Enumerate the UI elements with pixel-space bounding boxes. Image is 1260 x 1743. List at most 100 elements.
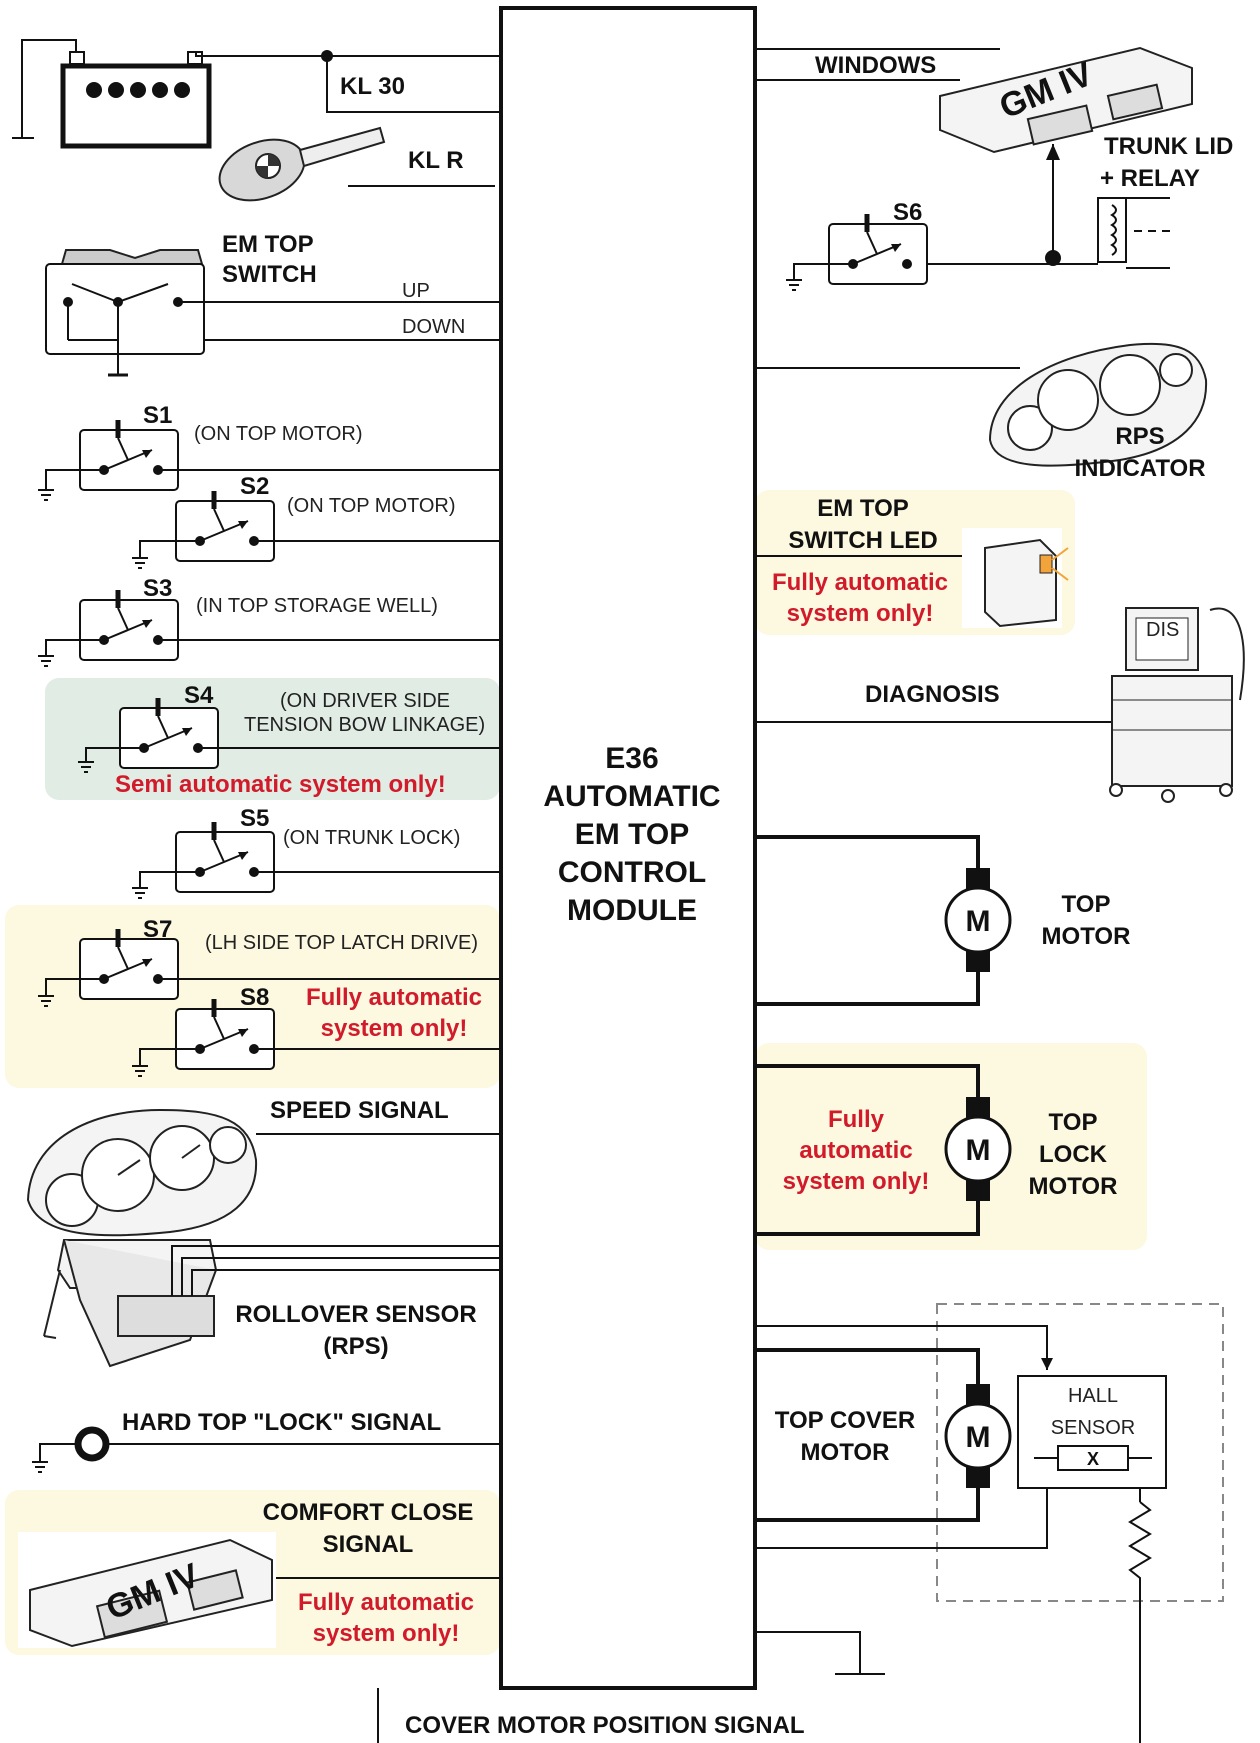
top-motor-label-1: TOP (1062, 891, 1111, 918)
s4-desc-1: (ON DRIVER SIDE (280, 690, 450, 712)
hall-ground-wire (755, 1488, 1048, 1549)
top-motor-symbol: M (966, 905, 991, 938)
switch-led-icon (962, 528, 1069, 628)
comfort-close-label-2: SIGNAL (323, 1531, 414, 1558)
s5-switch-icon (176, 822, 274, 892)
s2-label: S2 (240, 473, 269, 500)
s7-desc: (LH SIDE TOP LATCH DRIVE) (205, 932, 478, 954)
windows-label: WINDOWS (815, 52, 936, 79)
module-line-2: AUTOMATIC (543, 780, 720, 813)
rollover-label-2: (RPS) (323, 1333, 388, 1360)
battery-ground-wire (21, 39, 77, 138)
battery-icon (60, 51, 212, 149)
gm-iv-module-left-icon (18, 1532, 276, 1648)
s2-desc: (ON TOP MOTOR) (287, 495, 456, 517)
klr-label: KL R (408, 147, 464, 174)
s2-switch-icon (176, 491, 274, 561)
s5-label: S5 (240, 805, 269, 832)
lock-note-1: Fully (828, 1106, 885, 1133)
diagnosis-station-icon (1109, 607, 1245, 803)
s7-ground-wire (45, 978, 104, 986)
top-cover-motor-symbol: M (966, 1421, 991, 1454)
key-icon (218, 126, 386, 202)
em-top-switch-label-1: EM TOP (222, 231, 314, 258)
top-lock-motor-symbol: M (966, 1134, 991, 1167)
s8-label: S8 (240, 984, 269, 1011)
comfort-close-label-1: COMFORT CLOSE (263, 1499, 474, 1526)
rollover-wire-2 (181, 1257, 501, 1296)
top-motor-label-2: MOTOR (1042, 923, 1131, 950)
control-module (499, 6, 757, 1690)
s8-ground-wire (139, 1048, 200, 1056)
s6-label: S6 (893, 199, 922, 226)
rollover-wire-1 (171, 1245, 501, 1296)
rps-indicator-cluster-icon (988, 342, 1208, 467)
s6-ground-wire (793, 263, 853, 270)
s3-ground-wire (45, 639, 104, 646)
cover-motor-wire-lower (755, 1488, 980, 1522)
s3-desc: (IN TOP STORAGE WELL) (196, 595, 438, 617)
lock-note-2: automatic (799, 1137, 912, 1164)
module-line-3: EM TOP (575, 818, 689, 851)
relay-arrow (1046, 144, 1060, 160)
s7-label: S7 (143, 916, 172, 943)
s1-label: S1 (143, 402, 172, 429)
cover-pos-label: COVER MOTOR POSITION SIGNAL (405, 1712, 805, 1739)
lock-note-3: system only! (783, 1168, 930, 1195)
led-label-1: EM TOP (817, 495, 909, 522)
cover-motor-wire-upper (755, 1348, 980, 1384)
rps-indicator-label-1: RPS (1115, 423, 1164, 450)
s5-ground-wire (139, 871, 200, 878)
s3-label: S3 (143, 575, 172, 602)
trunk-relay-label-1: TRUNK LID (1104, 133, 1233, 160)
module-ground-wire (755, 1631, 861, 1674)
s8-note-1: Fully automatic (306, 984, 482, 1011)
lock-motor-wire-upper (755, 1064, 980, 1097)
s2-ground-wire (139, 540, 200, 548)
hard-top-label: HARD TOP "LOCK" SIGNAL (122, 1409, 441, 1436)
rollover-sensor-icon (43, 1239, 218, 1368)
kl30-wire (195, 52, 501, 57)
module-line-4: CONTROL (558, 856, 706, 889)
s1-ground-wire (45, 469, 104, 480)
top-motor-wire-lower (755, 972, 980, 1006)
s1-switch-icon (80, 420, 178, 490)
diagnosis-label: DIAGNOSIS (865, 681, 1000, 708)
instrument-cluster-icon (26, 1108, 258, 1237)
down-label: DOWN (402, 316, 465, 338)
dis-label: DIS (1146, 619, 1179, 641)
s4-label: S4 (184, 682, 214, 709)
comfort-note-1: Fully automatic (298, 1589, 474, 1616)
cover-motor-assembly-outline (936, 1303, 1224, 1602)
top-cover-motor-label-2: MOTOR (801, 1439, 890, 1466)
relay-coil-icon (1097, 197, 1127, 263)
top-motor-wire-upper (755, 835, 980, 868)
module-line-1: E36 (605, 742, 658, 775)
hall-element-x: X (1087, 1449, 1099, 1469)
rollover-label-1: ROLLOVER SENSOR (235, 1301, 476, 1328)
em-top-switch-label-2: SWITCH (222, 261, 317, 288)
led-note-2: system only! (787, 600, 934, 627)
rps-indicator-label-2: INDICATOR (1074, 455, 1205, 482)
s5-desc: (ON TRUNK LOCK) (283, 827, 460, 849)
kl30-branch-wire (326, 56, 501, 113)
em-top-switch-icon (45, 249, 205, 377)
gm-iv-module-right-icon (939, 46, 1193, 154)
top-cover-motor-label-1: TOP COVER (775, 1407, 915, 1434)
hall-element-box (1057, 1445, 1129, 1471)
kl30-label: KL 30 (340, 73, 405, 100)
s8-note-2: system only! (321, 1015, 468, 1042)
hall-supply-wire (755, 1325, 1048, 1370)
top-lock-motor-label-1: TOP (1049, 1109, 1098, 1136)
s6-node (1045, 250, 1061, 266)
s4-ground-wire (85, 747, 144, 752)
trunk-relay-label-2: + RELAY (1100, 165, 1200, 192)
up-label: UP (402, 280, 430, 302)
comfort-note-2: system only! (313, 1620, 460, 1647)
hard-top-ground-wire (39, 1443, 78, 1452)
s1-desc: (ON TOP MOTOR) (194, 423, 363, 445)
lock-motor-wire-lower (755, 1201, 980, 1236)
s4-desc-2: TENSION BOW LINKAGE) (244, 714, 485, 736)
rollover-wire-3 (191, 1269, 501, 1296)
